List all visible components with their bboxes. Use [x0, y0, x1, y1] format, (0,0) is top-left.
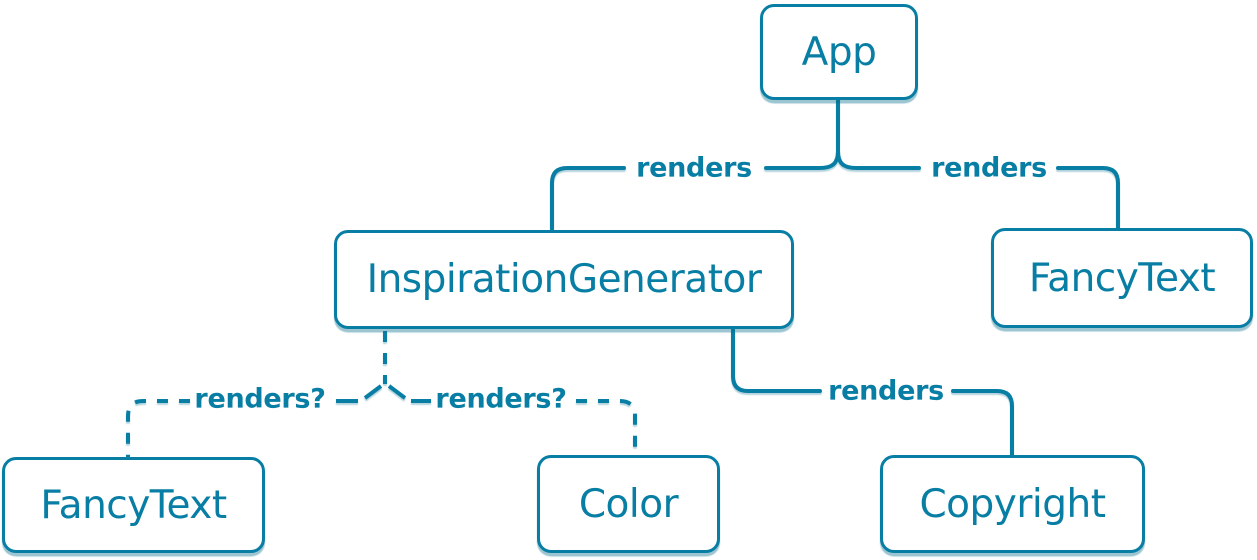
edge-app-fancytext-line-a: [836, 149, 921, 170]
node-copyright: Copyright: [880, 455, 1145, 553]
edge-inspirationgenerator-color-line: [576, 399, 637, 455]
edge-inspirationgenerator-color-fork-dash: [387, 384, 407, 400]
edge-inspirationgenerator-fancytext-fork-dash: [363, 384, 383, 400]
node-fancy-text-top-label: FancyText: [1028, 255, 1216, 301]
edge-inspirationgenerator-fancytext-line: [126, 399, 190, 457]
node-app: App: [760, 4, 918, 100]
node-color: Color: [537, 455, 720, 553]
edge-app-fancytext-line-b: [1056, 166, 1120, 230]
node-color-label: Color: [578, 481, 679, 527]
edge-label-inspirationgenerator-copyright: renders: [828, 375, 944, 407]
node-copyright-label: Copyright: [919, 481, 1106, 527]
edge-label-inspirationgenerator-fancytext: renders?: [194, 383, 326, 415]
node-fancy-text-top: FancyText: [991, 228, 1253, 328]
edge-inspirationgenerator-copyright-line-b: [951, 389, 1014, 457]
edge-app-inspirationgenerator-line-a: [764, 149, 840, 170]
node-inspiration-generator-label: InspirationGenerator: [366, 257, 762, 302]
node-fancy-text-bottom: FancyText: [2, 457, 265, 553]
node-app-label: App: [801, 29, 877, 75]
edge-app-inspirationgenerator-line-b: [550, 166, 626, 232]
edge-inspirationgenerator-copyright-line-a: [731, 328, 822, 393]
edge-label-inspirationgenerator-color: renders?: [435, 383, 567, 415]
node-fancy-text-bottom-label: FancyText: [40, 482, 227, 528]
edge-label-app-fancytext: renders: [931, 152, 1047, 184]
node-inspiration-generator: InspirationGenerator: [334, 230, 794, 329]
edge-label-app-inspirationgenerator: renders: [636, 152, 752, 184]
